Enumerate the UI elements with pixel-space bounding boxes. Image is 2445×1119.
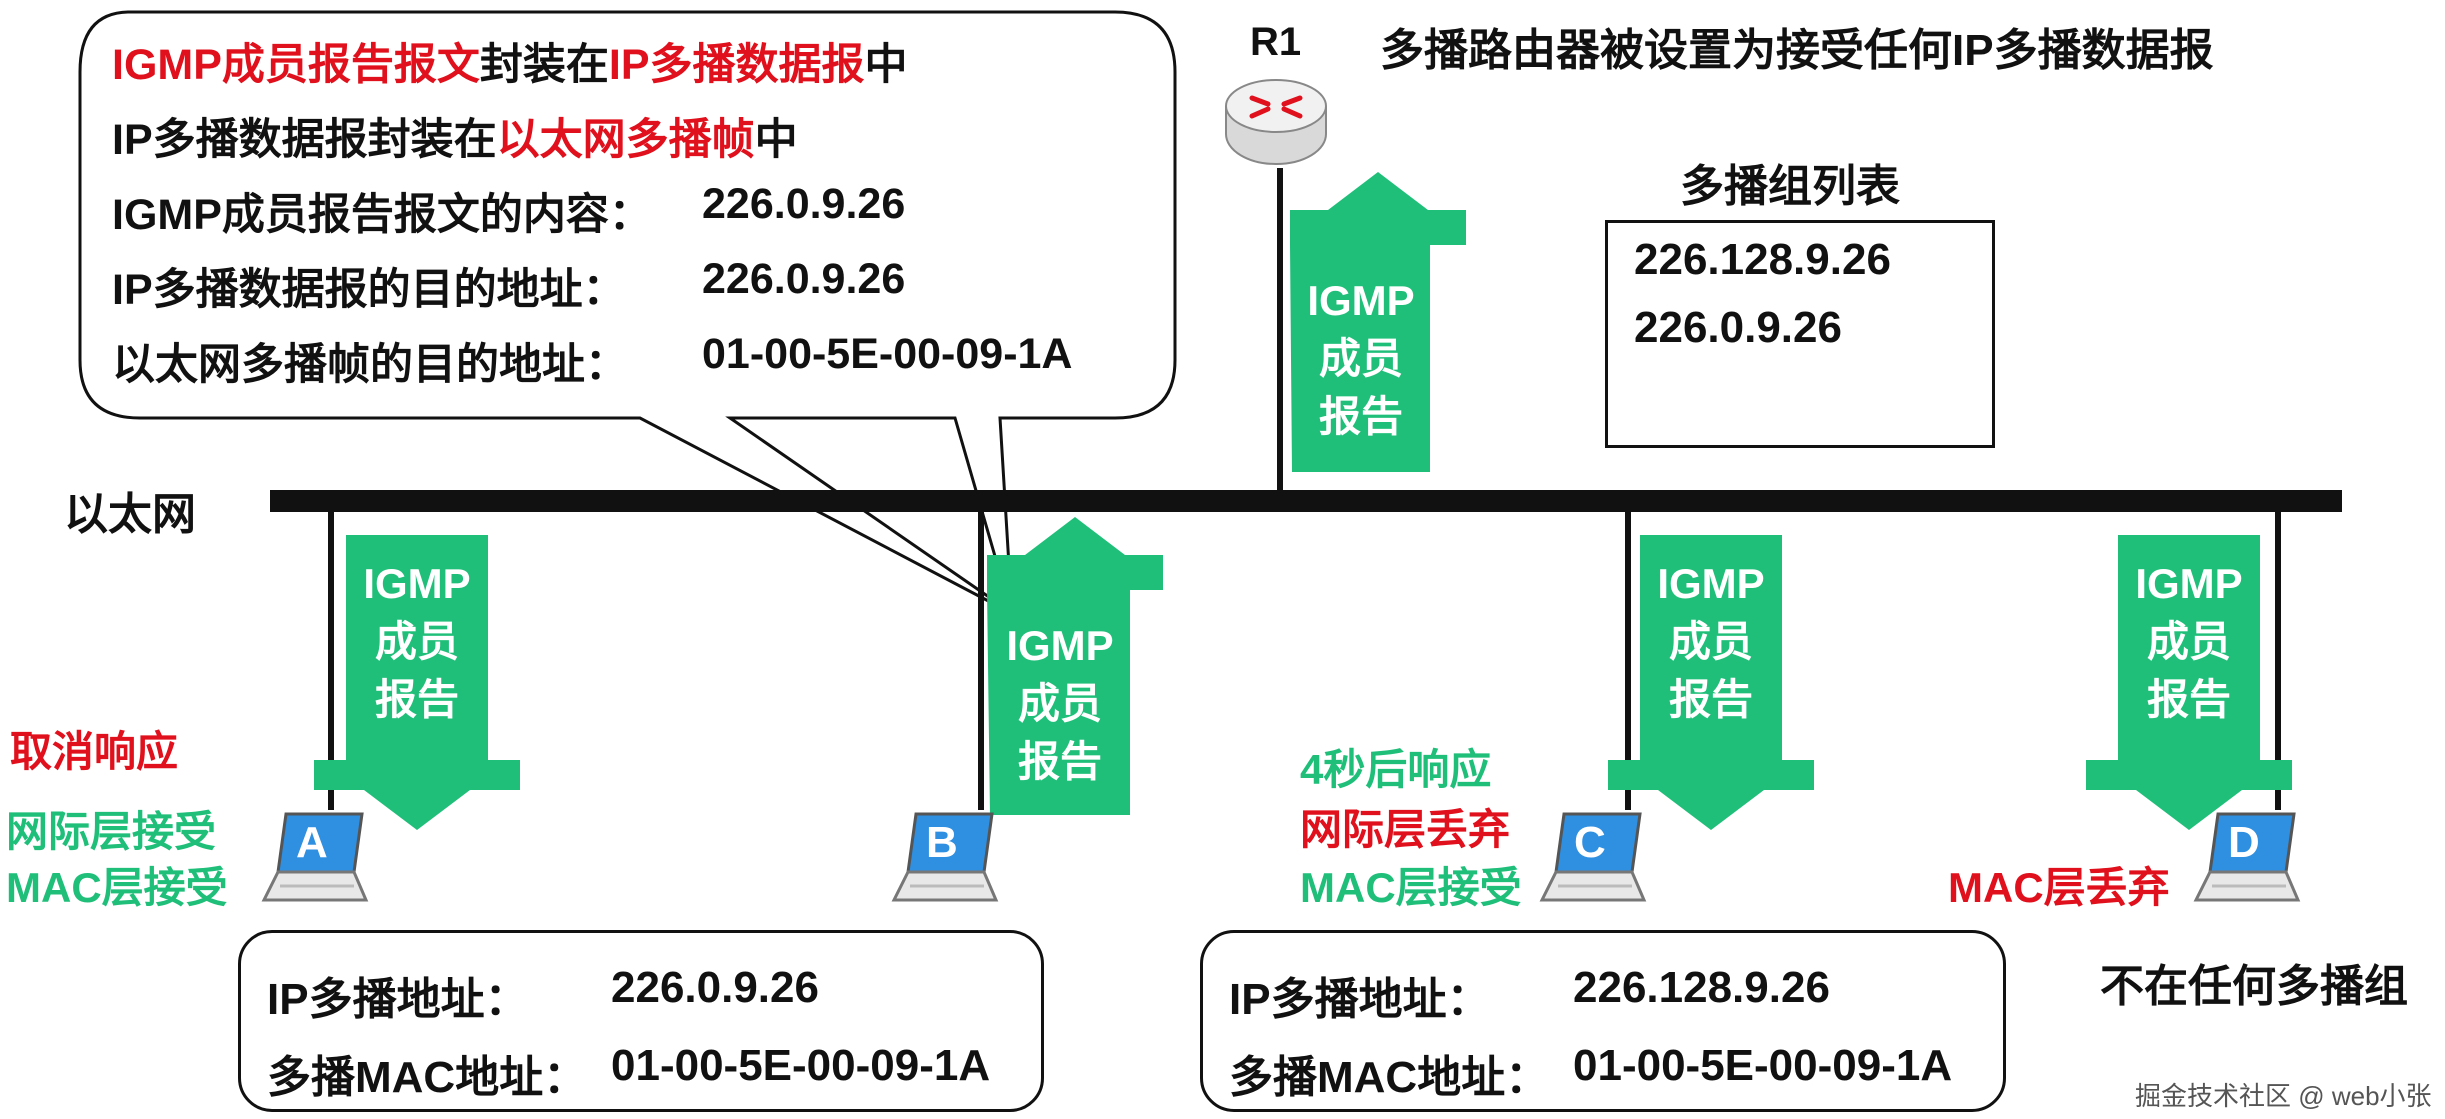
igmp-label-line: 报告 (2146, 676, 2231, 723)
igmp-label-line: 成员 (1668, 618, 1753, 665)
igmp-arrow-down (2086, 535, 2292, 830)
igmp-arrow-up (1290, 172, 1466, 472)
igmp-label-line: IGMP (1307, 277, 1415, 324)
mac-label: 多播MAC地址： (1229, 1053, 1550, 1102)
igmp-label-line: IGMP (363, 560, 471, 607)
laptop-icon (891, 812, 999, 902)
igmp-label-line: 报告 (1017, 738, 1102, 785)
host-c-status-ip: 网际层丢弃 (1300, 806, 1511, 853)
igmp-arrow-up (987, 517, 1163, 815)
host-a-status-mac: MAC层接受 (6, 864, 228, 911)
host-c-status-delay: 4秒后响应 (1300, 746, 1492, 793)
callout-text-fragment: 中 (864, 41, 908, 89)
ip-label: IP多播地址： (1229, 975, 1491, 1024)
callout-line-2: IP多播数据报封装在以太网多播帧中 (112, 105, 798, 167)
igmp-label-line: 成员 (1017, 680, 1102, 727)
mac-label: 多播MAC地址： (267, 1053, 588, 1102)
host-a-status-ip: 网际层接受 (6, 808, 217, 855)
host-label-d: D (2228, 818, 2260, 867)
callout-value: 01-00-5E-00-09-1A (702, 330, 1073, 378)
igmp-label-line: IGMP (1657, 560, 1765, 607)
group-list-item: 226.128.9.26 (1634, 235, 1891, 284)
igmp-arrow-label: IGMP 成员 报告 (346, 555, 488, 729)
router-wire (1277, 168, 1283, 498)
callout-value: 226.0.9.26 (702, 255, 906, 303)
laptop-icon (1539, 812, 1647, 902)
callout-text-fragment: 封装在 (479, 41, 609, 89)
host-b-wire (978, 510, 984, 810)
callout-line-5: 以太网多播帧的目的地址： 01-00-5E-00-09-1A (112, 330, 1072, 392)
host-label-b: B (926, 818, 958, 867)
host-label-c: C (1574, 818, 1606, 867)
network-label: 以太网 (64, 490, 196, 539)
igmp-arrow-label: IGMP 成员 报告 (990, 617, 1130, 791)
callout-label: 以太网多播帧的目的地址： (112, 341, 628, 389)
info-box-left: IP多播地址： 226.0.9.26 多播MAC地址： 01-00-5E-00-… (238, 930, 1044, 1112)
igmp-arrow-label: IGMP 成员 报告 (2118, 555, 2260, 729)
igmp-arrow-down (314, 535, 520, 830)
igmp-arrow-down (1608, 535, 1814, 830)
group-list-item: 226.0.9.26 (1634, 303, 1842, 352)
callout-line-4: IP多播数据报的目的地址： 226.0.9.26 (112, 255, 905, 317)
info-box-right: IP多播地址： 226.128.9.26 多播MAC地址： 01-00-5E-0… (1200, 930, 2006, 1112)
host-d-wire (2275, 510, 2281, 810)
callout-text-fragment: 中 (754, 116, 798, 164)
igmp-label-line: 成员 (2146, 618, 2231, 665)
router-note: 多播路由器被设置为接受任何IP多播数据报 (1380, 26, 2214, 75)
callout-label: IGMP成员报告报文的内容： (112, 191, 652, 239)
igmp-label-line: 报告 (1318, 393, 1403, 440)
callout-value: 226.0.9.26 (702, 180, 906, 228)
ethernet-bus (270, 490, 2342, 512)
group-list-box: 226.128.9.26 226.0.9.26 (1605, 220, 1995, 448)
ip-value: 226.0.9.26 (611, 963, 819, 1012)
callout-line-1: IGMP成员报告报文封装在IP多播数据报中 (112, 30, 908, 92)
igmp-label-line: 报告 (1668, 676, 1753, 723)
laptop-icon (261, 812, 369, 902)
igmp-label-line: IGMP (1006, 622, 1114, 669)
router-label: R1 (1250, 20, 1302, 64)
ip-label: IP多播地址： (267, 975, 529, 1024)
host-label-a: A (296, 818, 328, 867)
callout-text-fragment: IP多播数据报封装在 (112, 116, 497, 164)
host-d-note: 不在任何多播组 (2100, 962, 2408, 1011)
ip-value: 226.128.9.26 (1573, 963, 1830, 1012)
mac-value: 01-00-5E-00-09-1A (1573, 1041, 1953, 1090)
watermark: 掘金技术社区 @ web小张 (2135, 1081, 2432, 1111)
host-a-status-cancel: 取消响应 (10, 728, 179, 775)
mac-value: 01-00-5E-00-09-1A (611, 1041, 991, 1090)
router-icon (1225, 79, 1327, 165)
callout-label: IP多播数据报的目的地址： (112, 266, 626, 314)
host-d-status-mac: MAC层丢弃 (1948, 864, 2170, 911)
callout-red-text: 以太网多播帧 (496, 116, 755, 164)
host-c-status-mac: MAC层接受 (1300, 864, 1522, 911)
igmp-label-line: 成员 (374, 618, 459, 665)
callout-red-text: IGMP成员报告报文 (112, 41, 480, 89)
igmp-arrow-label: IGMP 成员 报告 (1640, 555, 1782, 729)
callout-line-3: IGMP成员报告报文的内容： 226.0.9.26 (112, 180, 905, 242)
igmp-label-line: 成员 (1318, 335, 1403, 382)
host-a-wire (328, 510, 334, 810)
group-list-title: 多播组列表 (1680, 162, 1900, 211)
host-c-wire (1625, 510, 1631, 810)
callout-red-text: IP多播数据报 (608, 41, 865, 89)
igmp-label-line: 报告 (374, 676, 459, 723)
laptop-icon (2193, 812, 2301, 902)
igmp-arrow-label: IGMP 成员 报告 (1292, 272, 1430, 446)
igmp-label-line: IGMP (2135, 560, 2243, 607)
